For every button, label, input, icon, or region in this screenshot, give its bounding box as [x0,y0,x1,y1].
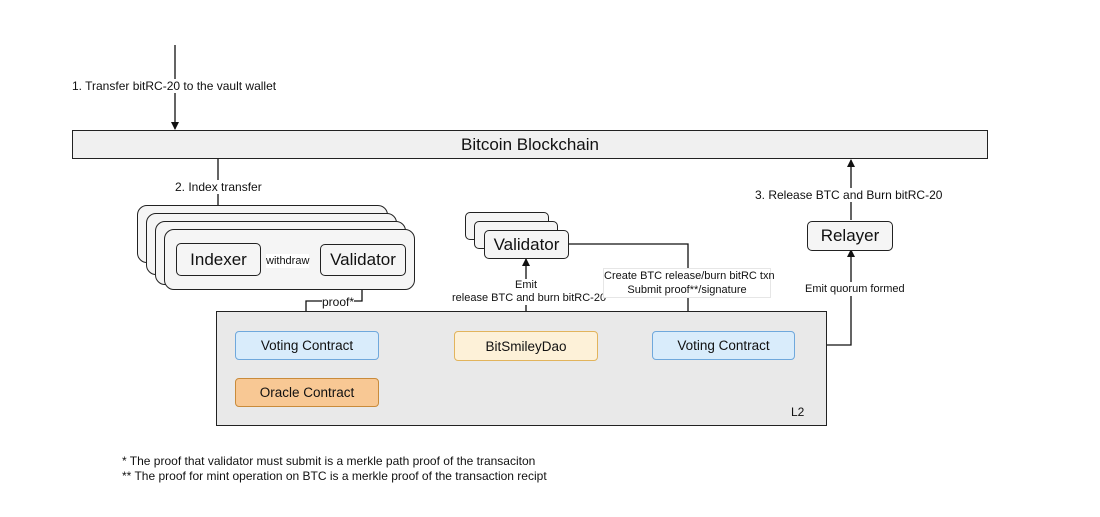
proof-label: proof* [322,295,355,309]
step3-label: 3. Release BTC and Burn bitRC-20 [755,188,943,202]
emit-line-1: Emit [515,279,537,291]
create-line-2: Submit proof**/signature [627,284,747,296]
validator-left-node: Validator [320,244,406,276]
create-release-label: Create BTC release/burn bitRC txn Submit… [603,268,775,298]
step2-label: 2. Index transfer [175,180,262,194]
validator-top-node: Validator [484,230,569,259]
withdraw-label: withdraw [266,254,310,268]
emit-label: Emit release BTC and burn bitRC-20 [452,279,607,305]
step1-label: 1. Transfer bitRC-20 to the vault wallet [72,79,277,93]
oracle-contract-node: Oracle Contract [235,378,379,407]
bitcoin-blockchain-node: Bitcoin Blockchain [72,130,988,159]
relayer-node: Relayer [807,221,893,251]
arrow-create-release [569,243,692,331]
l2-region [216,311,827,426]
bitsmileydao-node: BitSmileyDao [454,331,598,361]
emit-line-2: release BTC and burn bitRC-20 [452,292,607,304]
footnote-1: * The proof that validator must submit i… [122,454,536,468]
footnote-2: ** The proof for mint operation on BTC i… [122,469,547,483]
quorum-label: Emit quorum formed [805,282,905,296]
create-line-1: Create BTC release/burn bitRC txn [604,270,775,282]
l2-label: L2 [791,405,805,419]
voting-contract-right-node: Voting Contract [652,331,795,360]
indexer-node: Indexer [176,243,261,276]
voting-contract-left-node: Voting Contract [235,331,379,360]
